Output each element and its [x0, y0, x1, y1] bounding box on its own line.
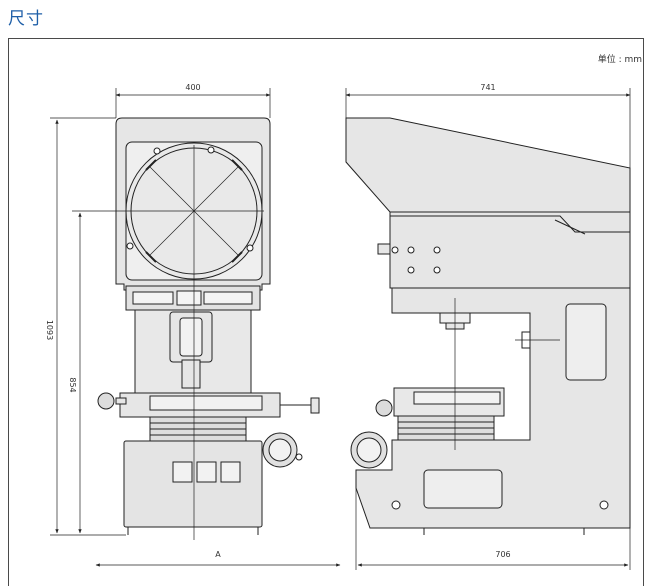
- diagram-frame: [8, 38, 644, 586]
- unit-label: 单位 : mm: [597, 55, 642, 65]
- side-view: [345, 117, 631, 535]
- base-depth-dim-label: 706: [495, 550, 510, 559]
- side-head: [345, 117, 631, 213]
- side-column: [355, 287, 631, 529]
- page-title: 尺寸: [8, 9, 44, 29]
- base-width-dim-label: A: [215, 550, 221, 559]
- total-height-dim-label: 1093: [45, 320, 54, 340]
- width-dim-label: 400: [185, 83, 200, 92]
- front-view: [97, 117, 320, 535]
- front-base: [123, 440, 263, 528]
- side-housing: [389, 211, 631, 289]
- top-depth-dim-label: 741: [480, 83, 495, 92]
- table-height-dim-label: 854: [68, 377, 77, 392]
